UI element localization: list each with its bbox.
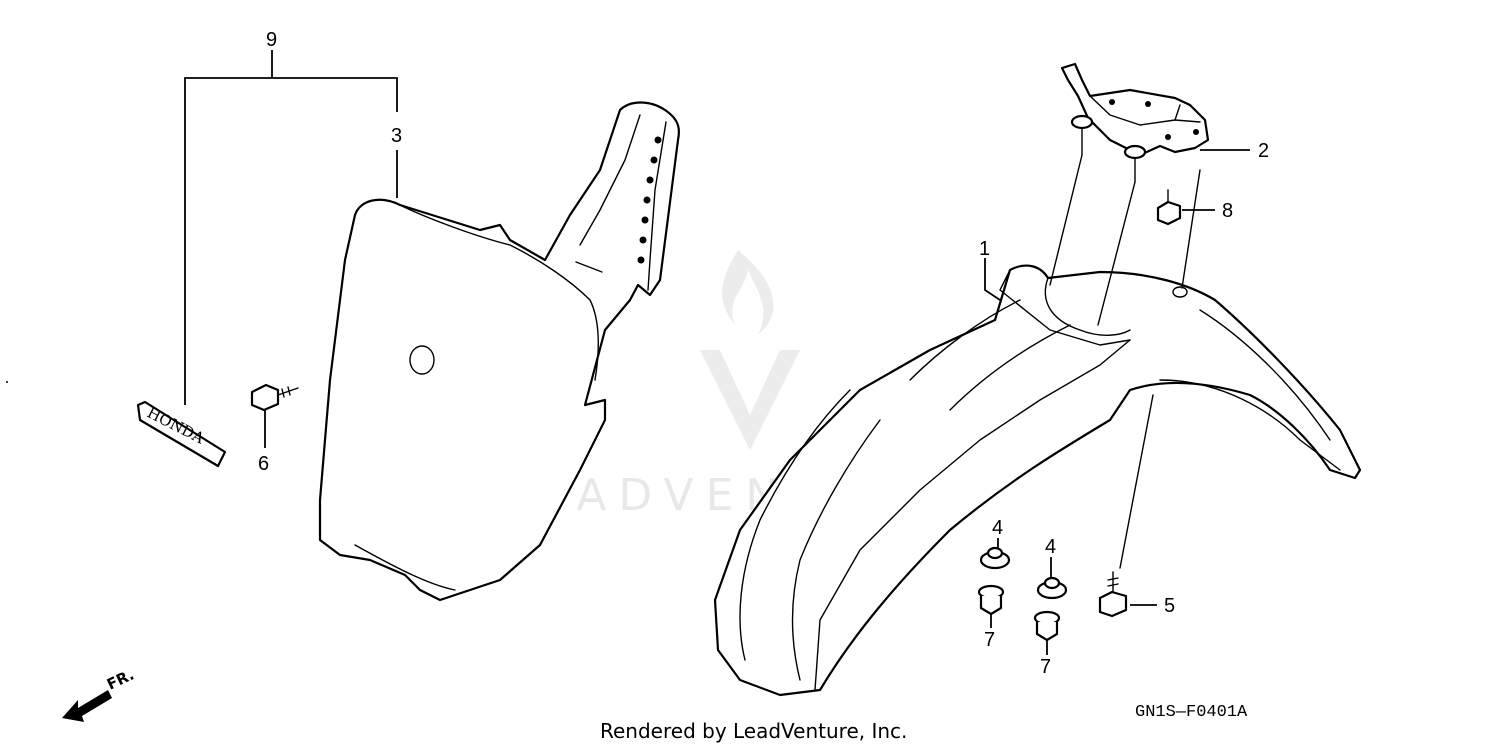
callout-5: 5 — [1164, 595, 1175, 617]
footer-credit: Rendered by LeadVenture, Inc. — [600, 719, 907, 743]
bolt-8[interactable] — [1156, 189, 1182, 226]
callout-7a: 7 — [984, 629, 995, 651]
callout-9: 9 — [266, 29, 277, 51]
grommet-4b[interactable] — [1036, 576, 1068, 600]
nut-7b[interactable] — [1033, 610, 1061, 642]
front-fender[interactable] — [713, 264, 1362, 697]
callout-4a: 4 — [992, 517, 1003, 539]
callout-3: 3 — [391, 125, 402, 147]
callout-8: 8 — [1222, 200, 1233, 222]
bolt-6[interactable] — [250, 383, 299, 412]
number-plate[interactable] — [318, 101, 681, 602]
callouts: 9 3 6 1 2 8 5 4 4 7 7 — [258, 29, 1269, 678]
callout-6: 6 — [258, 453, 269, 475]
honda-emblem[interactable]: HONDA — [136, 400, 227, 468]
callout-1: 1 — [979, 238, 990, 260]
bolt-5[interactable] — [1098, 571, 1128, 618]
fender-bracket[interactable] — [1060, 62, 1210, 183]
direction-label: FR. — [104, 666, 137, 694]
callout-7b: 7 — [1040, 656, 1051, 678]
grommet-4a[interactable] — [979, 546, 1011, 570]
callout-4b: 4 — [1045, 536, 1056, 558]
front-direction-arrow: FR. — [62, 666, 137, 722]
leader-lines — [184, 50, 1250, 655]
nut-7a[interactable] — [977, 584, 1005, 616]
stray-dot — [6, 381, 8, 383]
assembly-lines — [1049, 154, 1201, 569]
callout-2: 2 — [1258, 140, 1269, 162]
diagram-code: GN1S—F0401A — [1135, 703, 1248, 722]
